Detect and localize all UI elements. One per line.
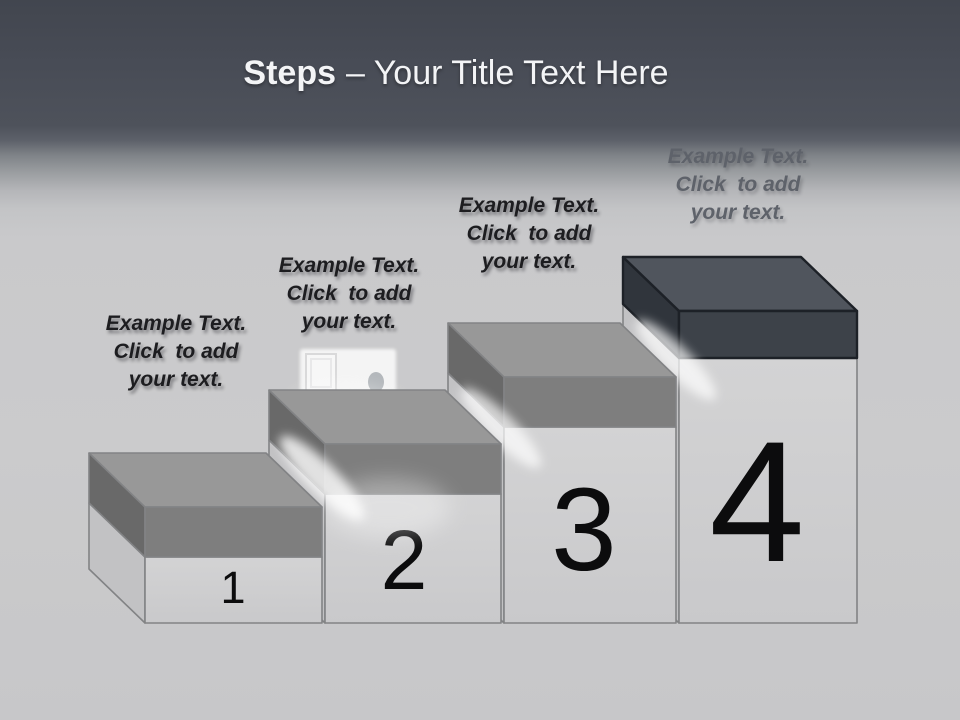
light-glow [326, 478, 450, 538]
slide-title-text: – Your Title Text Here [346, 54, 669, 92]
step-2-label: Example Text. Click to add your text. [278, 254, 420, 333]
step-4-number: 4 [709, 406, 805, 598]
step-1-label: Example Text. Click to add your text. [105, 312, 247, 391]
slide-title-keyword: Steps [243, 54, 336, 92]
light-glow [460, 387, 542, 469]
step-3-number: 3 [551, 464, 617, 596]
light-glow [279, 435, 365, 521]
door-leaf-inner [310, 358, 332, 388]
step-4-front-face [678, 357, 858, 624]
step-3-label: Example Text. Click to add your text. [458, 194, 600, 273]
step-4-cap-front-face [677, 309, 859, 360]
slide-title: Steps – Your Title Text Here [0, 54, 912, 93]
step-4-label: Example Text. Click to add your text. [667, 145, 809, 224]
door-figure-silhouette [368, 372, 384, 392]
step-box-1: 1 [88, 452, 323, 624]
light-glow [635, 319, 717, 401]
step-1-number: 1 [220, 562, 245, 613]
step-1-cap-front-face [144, 506, 323, 558]
step-3-cap-front-face [503, 376, 677, 428]
